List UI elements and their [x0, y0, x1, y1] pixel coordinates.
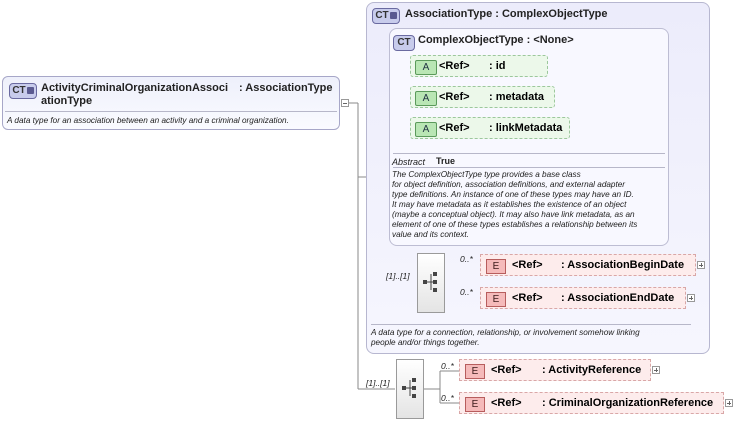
attribute-name: : linkMetadata: [489, 122, 563, 134]
divider: [393, 167, 665, 168]
complex-object-description-line: for object definition, association defin…: [392, 180, 626, 189]
main-type-base: : AssociationType: [239, 82, 333, 94]
element-ref: <Ref>: [491, 364, 522, 376]
collapse-icon[interactable]: [341, 99, 349, 107]
element-ref: <Ref>: [491, 397, 522, 409]
sequence-icon: [423, 272, 437, 292]
sequence-multiplicity: [1]..[1]: [366, 378, 390, 388]
attribute-metadata[interactable]: A <Ref> : metadata: [410, 86, 555, 108]
complex-object-description-line: element of one of these types establishe…: [392, 220, 638, 229]
element-ref: <Ref>: [512, 259, 543, 271]
attribute-name: : metadata: [489, 91, 545, 103]
expand-icon[interactable]: [687, 294, 695, 302]
divider: [371, 324, 691, 325]
complex-type-icon: CT: [9, 83, 37, 99]
abstract-value: True: [436, 156, 456, 166]
association-type-title: AssociationType : ComplexObjectType: [405, 8, 608, 20]
element-name: : AssociationBeginDate: [561, 259, 685, 271]
complex-object-description-line: value and its context.: [392, 230, 469, 239]
divider: [5, 111, 337, 112]
attribute-ref: <Ref>: [439, 91, 470, 103]
association-description-line2: people and/or things together.: [371, 338, 480, 347]
element-multiplicity: 0..*: [441, 361, 454, 371]
element-multiplicity: 0..*: [441, 393, 454, 403]
sequence-compositor[interactable]: [417, 253, 445, 313]
association-description-line1: A data type for a connection, relationsh…: [371, 328, 640, 337]
abstract-label: Abstract: [392, 157, 426, 167]
expand-icon[interactable]: [652, 366, 660, 374]
attribute-ref: <Ref>: [439, 60, 470, 72]
element-icon: E: [465, 364, 485, 379]
complex-object-description-line: The ComplexObjectType type provides a ba…: [392, 170, 581, 179]
element-multiplicity: 0..*: [460, 287, 473, 297]
main-type-name-line2: ationType: [41, 95, 93, 107]
element-icon: E: [486, 292, 506, 307]
attribute-ref: <Ref>: [439, 122, 470, 134]
attribute-name: : id: [489, 60, 506, 72]
element-name: : CriminalOrganizationReference: [542, 397, 714, 409]
element-criminal-organization-reference[interactable]: E <Ref> : CriminalOrganizationReference: [459, 392, 724, 414]
sequence-multiplicity: [1]..[1]: [386, 271, 410, 281]
attribute-id[interactable]: A <Ref> : id: [410, 55, 548, 77]
element-ref: <Ref>: [512, 292, 543, 304]
element-multiplicity: 0..*: [460, 254, 473, 264]
main-type-box[interactable]: CT ActivityCriminalOrganizationAssoci at…: [2, 76, 340, 130]
element-name: : AssociationEndDate: [561, 292, 675, 304]
element-name: : ActivityReference: [542, 364, 642, 376]
element-activity-reference[interactable]: E <Ref> : ActivityReference: [459, 359, 651, 381]
complex-object-type-title: ComplexObjectType : <None>: [418, 34, 574, 46]
complex-type-icon: CT: [393, 35, 415, 51]
complex-type-icon: CT: [372, 8, 400, 24]
sequence-compositor[interactable]: [396, 359, 424, 419]
main-type-name-line1: ActivityCriminalOrganizationAssoci: [41, 82, 229, 94]
complex-object-description-line: (maybe a conceptual object). It may also…: [392, 210, 635, 219]
complex-object-description-line: It may have metadata as it establishes t…: [392, 200, 627, 209]
attribute-link-metadata[interactable]: A <Ref> : linkMetadata: [410, 117, 570, 139]
sequence-icon: [402, 378, 416, 398]
attribute-icon: A: [415, 60, 437, 75]
element-association-end-date[interactable]: E <Ref> : AssociationEndDate: [480, 287, 686, 309]
attribute-icon: A: [415, 122, 437, 137]
element-icon: E: [486, 259, 506, 274]
expand-icon[interactable]: [697, 261, 705, 269]
element-icon: E: [465, 397, 485, 412]
attribute-icon: A: [415, 91, 437, 106]
divider: [393, 153, 665, 154]
expand-icon[interactable]: [725, 399, 733, 407]
main-type-description: A data type for an association between a…: [7, 116, 289, 125]
element-association-begin-date[interactable]: E <Ref> : AssociationBeginDate: [480, 254, 696, 276]
complex-object-description-line: type definitions. An instance of one of …: [392, 190, 634, 199]
